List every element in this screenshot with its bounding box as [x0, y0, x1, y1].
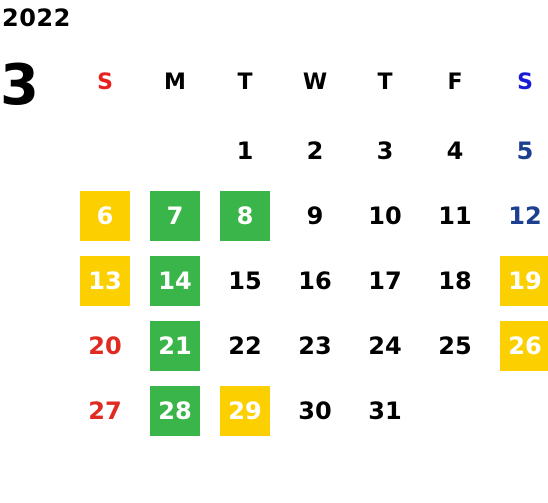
empty-day [150, 126, 200, 176]
day-number: 11 [438, 201, 472, 230]
weekday-thursday: T [377, 69, 393, 95]
day-number: 14 [150, 255, 200, 306]
weekday-friday: F [447, 69, 463, 95]
day-cell: 5 [490, 118, 548, 183]
day-cell: 16 [280, 248, 350, 313]
day-number: 25 [438, 331, 472, 360]
day-number: 22 [228, 331, 262, 360]
day-number: 9 [306, 201, 324, 230]
day-cell: 9 [280, 183, 350, 248]
day-number: 2 [306, 136, 324, 165]
day-cell: 27 [70, 378, 140, 443]
day-cell: 30 [280, 378, 350, 443]
day-number: 28 [150, 385, 200, 436]
day-number: 27 [88, 396, 122, 425]
day-cell: 26 [490, 313, 548, 378]
day-number: 30 [298, 396, 332, 425]
day-cell: 21 [140, 313, 210, 378]
day-cell: 18 [420, 248, 490, 313]
day-number: 6 [80, 190, 130, 241]
day-cell [140, 118, 210, 183]
day-cell: 25 [420, 313, 490, 378]
empty-day [500, 386, 548, 436]
day-number: 8 [220, 190, 270, 241]
day-cell: 23 [280, 313, 350, 378]
day-cell: 10 [350, 183, 420, 248]
day-cell: 2 [280, 118, 350, 183]
weekday-saturday: S [517, 69, 533, 95]
weekday-sunday: S [97, 69, 113, 95]
empty-day [430, 386, 480, 436]
day-number: 20 [88, 331, 122, 360]
day-cell: 1 [210, 118, 280, 183]
day-number: 10 [368, 201, 402, 230]
day-number: 21 [150, 320, 200, 371]
day-cell [420, 378, 490, 443]
day-number: 23 [298, 331, 332, 360]
day-number: 18 [438, 266, 472, 295]
day-cell [490, 378, 548, 443]
day-cell: 22 [210, 313, 280, 378]
day-number: 4 [446, 136, 464, 165]
day-number: 1 [236, 136, 254, 165]
calendar-month: 3 [0, 53, 39, 118]
day-number: 29 [220, 385, 270, 436]
day-cell: 20 [70, 313, 140, 378]
weekday-header: S M T W T F S [70, 62, 548, 102]
weekday-wednesday: W [302, 69, 328, 95]
calendar-year: 2022 [2, 4, 71, 32]
empty-day [80, 126, 130, 176]
day-number: 15 [228, 266, 262, 295]
day-number: 19 [500, 255, 548, 306]
day-cell: 15 [210, 248, 280, 313]
day-number: 26 [500, 320, 548, 371]
day-cell: 31 [350, 378, 420, 443]
day-number: 7 [150, 190, 200, 241]
weekday-tuesday: T [237, 69, 253, 95]
day-cell: 11 [420, 183, 490, 248]
day-cell: 28 [140, 378, 210, 443]
day-cell: 7 [140, 183, 210, 248]
day-cell: 14 [140, 248, 210, 313]
day-cell [70, 118, 140, 183]
day-cell: 3 [350, 118, 420, 183]
day-cell: 17 [350, 248, 420, 313]
day-number: 3 [376, 136, 394, 165]
weekday-monday: M [164, 69, 186, 95]
day-cell: 8 [210, 183, 280, 248]
day-cell: 4 [420, 118, 490, 183]
day-number: 13 [80, 255, 130, 306]
day-number: 12 [508, 201, 542, 230]
day-number: 24 [368, 331, 402, 360]
day-cell: 19 [490, 248, 548, 313]
day-number: 16 [298, 266, 332, 295]
day-cell: 12 [490, 183, 548, 248]
day-cell: 6 [70, 183, 140, 248]
day-cell: 13 [70, 248, 140, 313]
day-number: 5 [516, 136, 534, 165]
day-cell: 29 [210, 378, 280, 443]
day-cell: 24 [350, 313, 420, 378]
day-number: 17 [368, 266, 402, 295]
day-number: 31 [368, 396, 402, 425]
